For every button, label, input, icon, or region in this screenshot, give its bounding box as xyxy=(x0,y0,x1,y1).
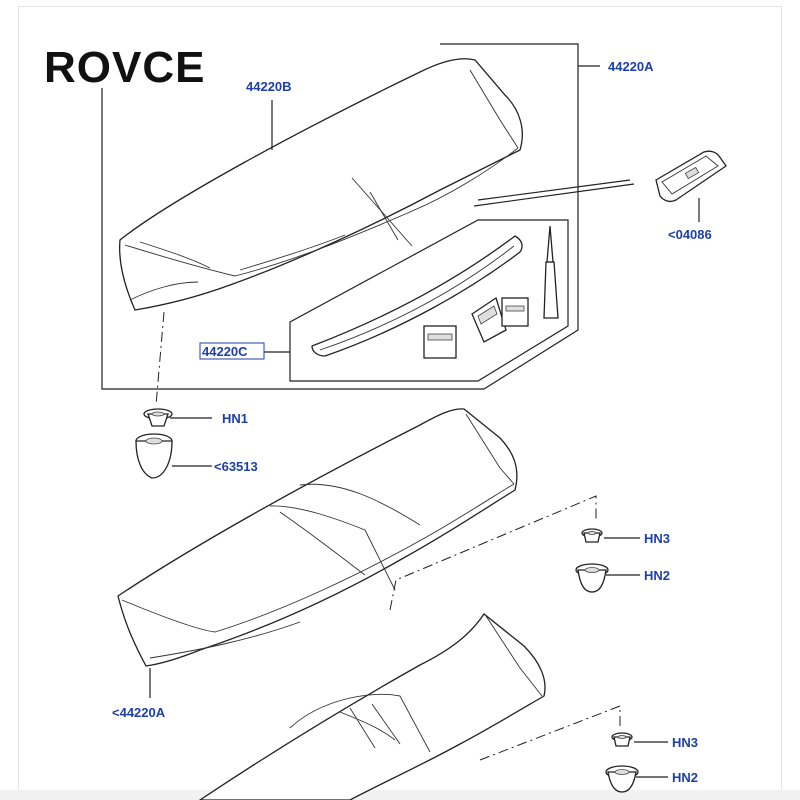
dash-to-hn3-a xyxy=(389,495,597,611)
highlight-44220C xyxy=(199,342,265,360)
frame-border-right xyxy=(781,6,782,796)
subkit-blade xyxy=(311,235,523,357)
callout-hn2-b[interactable]: HN2 xyxy=(672,770,698,785)
part-04086 xyxy=(655,150,727,203)
callout-63513[interactable]: <63513 xyxy=(214,459,258,474)
callout-hn3-b[interactable]: HN3 xyxy=(672,735,698,750)
frame-border-top xyxy=(18,6,782,7)
fastener-hn3-b xyxy=(611,732,633,747)
leader-04086-b xyxy=(477,179,631,201)
fastener-hn3-a xyxy=(581,528,603,543)
fastener-hn2-b xyxy=(605,765,639,793)
callout-44220A[interactable]: 44220A xyxy=(608,59,654,74)
callout-hn2-a[interactable]: HN2 xyxy=(644,568,670,583)
subkit-box xyxy=(289,219,569,382)
callout-hn3-a[interactable]: HN3 xyxy=(644,531,670,546)
leader-04086-a xyxy=(473,183,635,207)
callout-44220C[interactable]: 44220C xyxy=(202,344,248,359)
spoiler-44220A xyxy=(117,408,518,667)
subkit-tool xyxy=(543,225,559,319)
frame-border-left xyxy=(18,6,19,796)
subkit-sheets xyxy=(423,296,529,359)
spoiler-44220B xyxy=(118,58,523,311)
assembly-box xyxy=(101,43,579,390)
dash-to-hn3-b xyxy=(479,705,621,761)
callout-hn1[interactable]: HN1 xyxy=(222,411,248,426)
callout-44220B[interactable]: 44220B xyxy=(246,79,292,94)
brand-logo: ROVCE xyxy=(44,43,205,92)
dash-to-hn1 xyxy=(155,311,165,406)
part-63513 xyxy=(135,433,173,479)
callout-04086[interactable]: <04086 xyxy=(668,227,712,242)
fastener-hn1 xyxy=(143,408,173,427)
spoiler-lower xyxy=(198,613,546,800)
fastener-hn2-a xyxy=(575,563,609,593)
callout-44220A-lower[interactable]: <44220A xyxy=(112,705,166,720)
bottom-strip xyxy=(0,790,800,800)
